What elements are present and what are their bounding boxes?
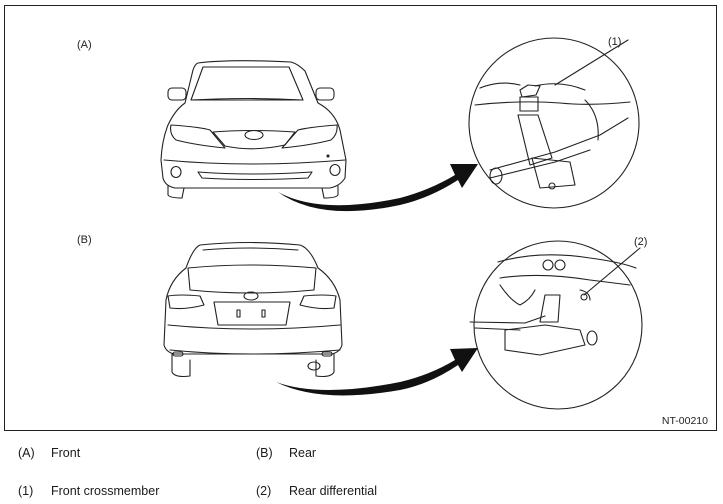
figure-frame: NT-00210 bbox=[4, 5, 717, 431]
car-rear-illustration bbox=[163, 241, 343, 378]
car-front-illustration bbox=[160, 60, 347, 199]
callout-label-1: (1) bbox=[608, 36, 622, 48]
legend-text: Rear differential bbox=[289, 484, 378, 498]
legend-key: (B) bbox=[256, 446, 273, 460]
section-label-rear: (B) bbox=[77, 234, 92, 246]
figure-id: NT-00210 bbox=[661, 415, 708, 427]
section-label-front: (A) bbox=[77, 39, 92, 51]
front-jack-detail bbox=[468, 37, 640, 209]
legend-key: (2) bbox=[256, 484, 272, 498]
arrow-rear bbox=[276, 348, 478, 396]
rear-jack-detail bbox=[469, 240, 643, 410]
legend-text: Front crossmember bbox=[51, 484, 160, 498]
arrow-front bbox=[278, 164, 478, 212]
callout-label-2: (2) bbox=[634, 236, 648, 248]
legend-key: (A) bbox=[18, 446, 35, 460]
legend-text: Rear bbox=[289, 446, 317, 460]
legend-text: Front bbox=[51, 446, 81, 460]
legend-key: (1) bbox=[18, 484, 34, 498]
